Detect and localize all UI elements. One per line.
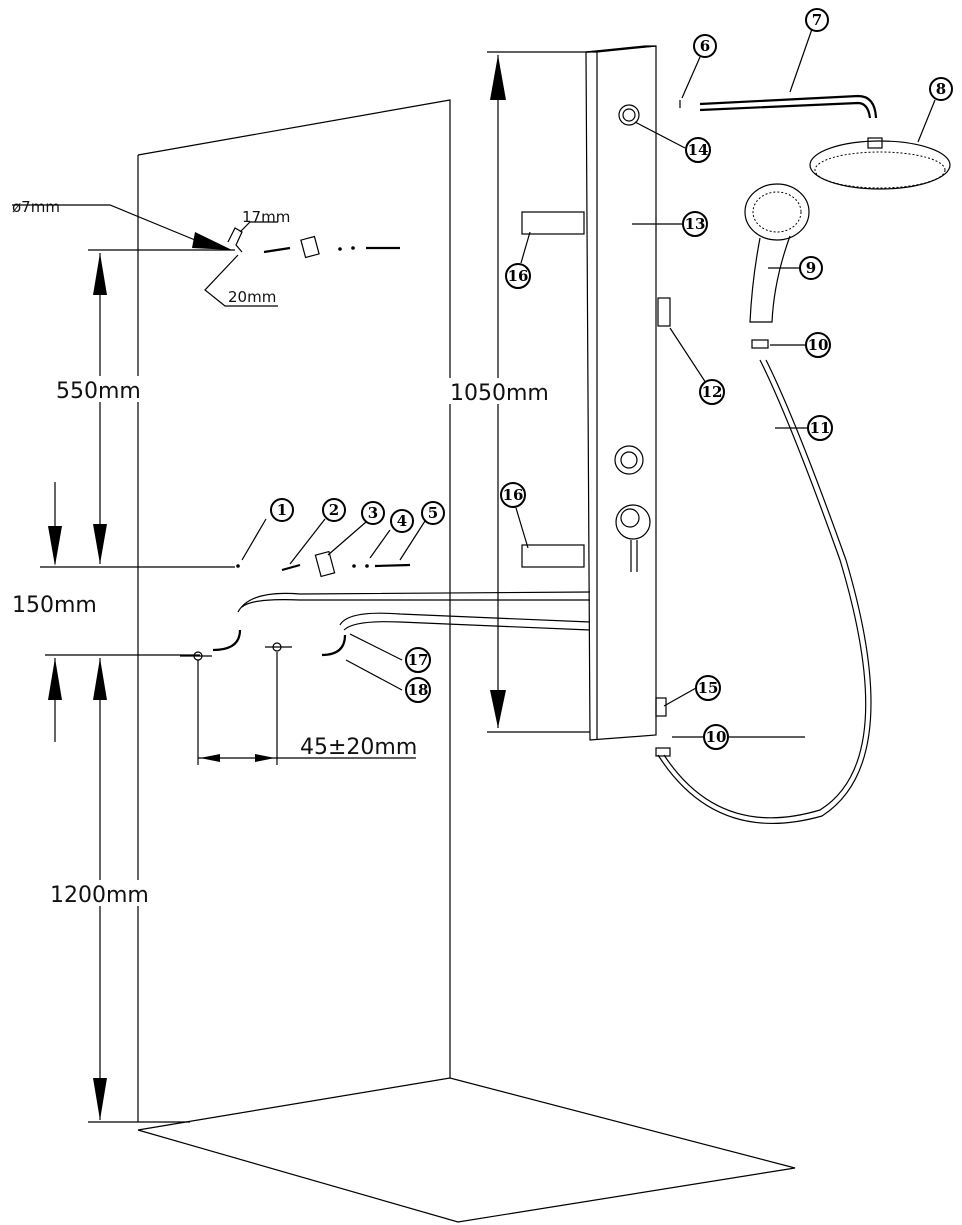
callout-1: 1 <box>270 498 294 522</box>
leader-lines <box>241 28 936 738</box>
dimension-1200: 1200mm <box>48 658 190 1123</box>
hand-shower <box>744 183 810 349</box>
lower-fittings <box>236 550 411 578</box>
svg-text:2: 2 <box>329 501 339 519</box>
hole-detail: ø7mm 17mm 20mm <box>12 198 400 307</box>
svg-text:5: 5 <box>428 504 438 522</box>
svg-text:12: 12 <box>702 383 723 401</box>
callout-18: 18 <box>405 677 431 703</box>
svg-text:10: 10 <box>808 336 829 354</box>
svg-text:17: 17 <box>408 651 429 669</box>
dimension-550: 550mm <box>40 249 235 568</box>
svg-text:16: 16 <box>503 486 524 504</box>
shower-column <box>521 45 671 741</box>
dim-150-label: 150mm <box>12 593 97 618</box>
svg-text:13: 13 <box>685 215 706 233</box>
dimension-1050: 1050mm <box>448 51 590 733</box>
dimension-150: 150mm <box>12 482 200 742</box>
dim-1050-label: 1050mm <box>450 381 549 406</box>
callout-13: 13 <box>682 211 708 237</box>
svg-text:9: 9 <box>806 259 816 277</box>
callout-3: 3 <box>361 501 385 525</box>
hole-diameter-label: ø7mm <box>12 198 60 216</box>
callout-16-bottom: 16 <box>500 482 526 508</box>
svg-text:14: 14 <box>688 141 709 159</box>
callout-14: 14 <box>685 137 711 163</box>
svg-text:18: 18 <box>408 681 429 699</box>
callout-10-top: 10 <box>805 332 831 358</box>
floor <box>137 1077 796 1223</box>
callout-8: 8 <box>929 77 953 101</box>
svg-text:8: 8 <box>936 80 946 98</box>
callout-10-bottom: 10 <box>703 724 729 750</box>
water-inlets <box>180 591 591 661</box>
callout-17: 17 <box>405 647 431 673</box>
dim-550-label: 550mm <box>56 379 141 404</box>
wall <box>137 99 451 1122</box>
svg-text:1: 1 <box>277 501 287 519</box>
callout-7: 7 <box>805 8 829 32</box>
svg-text:4: 4 <box>397 512 407 530</box>
svg-text:16: 16 <box>508 267 529 285</box>
callout-9: 9 <box>799 256 823 280</box>
callout-12: 12 <box>699 379 725 405</box>
shower-hose <box>655 359 872 824</box>
svg-text:15: 15 <box>698 679 719 697</box>
callout-11: 11 <box>807 415 833 441</box>
svg-text:10: 10 <box>706 728 727 746</box>
svg-text:11: 11 <box>810 419 831 437</box>
callout-5: 5 <box>421 501 445 525</box>
dimension-45: 45±20mm <box>197 652 417 765</box>
rain-shower-head <box>809 137 951 190</box>
callout-6: 6 <box>693 34 717 58</box>
dim-1200-label: 1200mm <box>50 883 149 908</box>
svg-text:6: 6 <box>700 37 710 55</box>
depth-17-label: 17mm <box>242 208 290 226</box>
callout-15: 15 <box>695 675 721 701</box>
dim-45-label: 45±20mm <box>300 735 417 760</box>
shower-arm <box>679 94 878 119</box>
callout-4: 4 <box>390 509 414 533</box>
callout-2: 2 <box>322 498 346 522</box>
svg-text:7: 7 <box>812 11 822 29</box>
depth-20-label: 20mm <box>228 288 276 306</box>
svg-text:3: 3 <box>368 504 378 522</box>
callout-16-top: 16 <box>505 263 531 289</box>
